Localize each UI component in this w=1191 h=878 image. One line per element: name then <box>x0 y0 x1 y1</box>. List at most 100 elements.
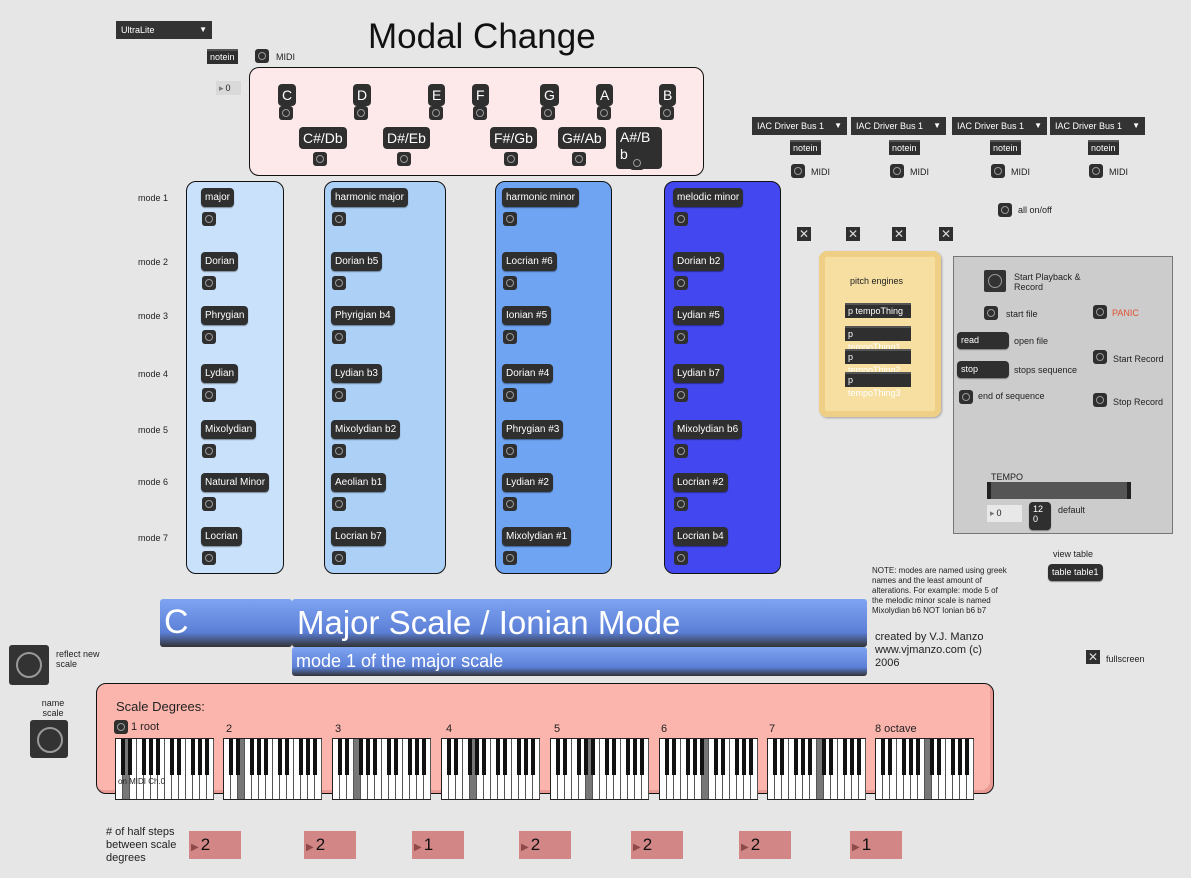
audio-device-menu[interactable]: UltraLite ▼ <box>116 21 212 39</box>
tempo-number[interactable]: 0 <box>987 505 1022 522</box>
white-key[interactable] <box>179 739 186 799</box>
black-key[interactable] <box>454 739 458 775</box>
white-key[interactable] <box>751 739 758 799</box>
iac-bus-menu[interactable]: IAC Driver Bus 1▼ <box>851 117 946 135</box>
piano-keyboard[interactable] <box>441 738 540 800</box>
white-key[interactable] <box>723 739 730 799</box>
black-key[interactable] <box>517 739 521 775</box>
black-key[interactable] <box>475 739 479 775</box>
black-key[interactable] <box>626 739 630 775</box>
white-key[interactable] <box>238 739 245 799</box>
panic-button[interactable] <box>1093 305 1107 319</box>
mode-button[interactable]: major <box>201 188 235 207</box>
mode-toggle-button[interactable] <box>674 444 688 458</box>
notein-object[interactable]: notein <box>790 140 821 155</box>
white-key[interactable] <box>456 739 463 799</box>
note-toggle-d[interactable] <box>354 106 368 120</box>
white-key[interactable] <box>207 739 214 799</box>
black-key[interactable] <box>278 739 282 775</box>
white-key[interactable] <box>424 739 431 799</box>
white-key[interactable] <box>266 739 273 799</box>
black-key[interactable] <box>605 739 609 775</box>
mode-toggle-button[interactable] <box>332 444 346 458</box>
mode-button[interactable]: harmonic minor <box>502 188 579 207</box>
sharp-note-toggle[interactable] <box>313 152 327 166</box>
pitch-engine-object[interactable]: p tempoThing1 <box>845 326 911 352</box>
black-key[interactable] <box>198 739 202 775</box>
start-record-button[interactable] <box>1093 350 1107 364</box>
black-key[interactable] <box>177 739 181 775</box>
white-key[interactable] <box>565 739 572 799</box>
black-key[interactable] <box>951 739 955 775</box>
mode-button[interactable]: Dorian <box>201 252 239 271</box>
half-step-number-box[interactable]: ▶2 <box>189 831 241 859</box>
mode-toggle-button[interactable] <box>674 388 688 402</box>
white-key[interactable] <box>614 739 621 799</box>
mode-button[interactable]: Phrygian #3 <box>502 420 564 439</box>
black-key[interactable] <box>394 739 398 775</box>
black-key[interactable] <box>142 739 146 775</box>
black-key[interactable] <box>556 739 560 775</box>
note-button-b[interactable]: B <box>659 84 677 106</box>
black-key[interactable] <box>313 739 317 775</box>
black-key[interactable] <box>881 739 885 775</box>
black-key[interactable] <box>749 739 753 775</box>
pitch-engine-object[interactable]: p tempoThing <box>845 303 911 318</box>
black-key[interactable] <box>808 739 812 775</box>
white-key[interactable] <box>484 739 491 799</box>
mode-toggle-button[interactable] <box>202 330 216 344</box>
mode-toggle-button[interactable] <box>202 388 216 402</box>
mode-button[interactable]: Lydian b3 <box>331 364 382 383</box>
mode-toggle-button[interactable] <box>503 497 517 511</box>
half-step-number-box[interactable]: ▶2 <box>519 831 571 859</box>
sharp-note-toggle[interactable] <box>504 152 518 166</box>
mode-toggle-button[interactable] <box>332 388 346 402</box>
black-key[interactable] <box>496 739 500 775</box>
note-button-a[interactable]: A <box>596 84 614 106</box>
black-key[interactable] <box>902 739 906 775</box>
sharp-note-toggle[interactable] <box>630 156 644 170</box>
mode-button[interactable]: Lydian #2 <box>502 473 553 492</box>
black-key[interactable] <box>857 739 861 775</box>
white-key[interactable] <box>831 739 838 799</box>
black-key[interactable] <box>191 739 195 775</box>
mode-button[interactable]: melodic minor <box>673 188 744 207</box>
close-icon[interactable]: ✕ <box>892 227 906 241</box>
fullscreen-toggle[interactable]: ✕ <box>1086 650 1100 664</box>
mode-toggle-button[interactable] <box>332 212 346 226</box>
mode-button[interactable]: Mixolydian b6 <box>673 420 743 439</box>
mode-button[interactable]: Dorian #4 <box>502 364 554 383</box>
note-toggle-e[interactable] <box>429 106 443 120</box>
piano-keyboard[interactable] <box>223 738 322 800</box>
black-key[interactable] <box>563 739 567 775</box>
black-key[interactable] <box>577 739 581 775</box>
degree-root-button[interactable] <box>114 720 128 734</box>
white-key[interactable] <box>782 739 789 799</box>
black-key[interactable] <box>345 739 349 775</box>
piano-keyboard[interactable] <box>659 738 758 800</box>
black-key[interactable] <box>721 739 725 775</box>
half-step-number-box[interactable]: ▶2 <box>739 831 791 859</box>
black-key[interactable] <box>366 739 370 775</box>
white-key[interactable] <box>158 739 165 799</box>
black-key[interactable] <box>236 739 240 775</box>
sharp-note-button[interactable]: F#/Gb <box>490 127 537 149</box>
white-key[interactable] <box>396 739 403 799</box>
white-key[interactable] <box>533 739 540 799</box>
black-key[interactable] <box>633 739 637 775</box>
mode-button[interactable]: Locrian b7 <box>331 527 386 546</box>
default-tempo-button[interactable]: 12 0 <box>1029 502 1051 530</box>
midi-toggle-button[interactable] <box>255 49 269 63</box>
table-button[interactable]: table table1 <box>1048 564 1103 581</box>
white-key[interactable] <box>315 739 322 799</box>
half-step-number-box[interactable]: ▶2 <box>631 831 683 859</box>
black-key[interactable] <box>591 739 595 775</box>
start-playback-button[interactable] <box>984 270 1006 292</box>
mode-toggle-button[interactable] <box>202 444 216 458</box>
mode-button[interactable]: Dorian b2 <box>673 252 725 271</box>
notein-object[interactable]: notein <box>1088 140 1119 155</box>
mode-toggle-button[interactable] <box>674 276 688 290</box>
black-key[interactable] <box>773 739 777 775</box>
note-button-f[interactable]: F <box>472 84 489 106</box>
black-key[interactable] <box>408 739 412 775</box>
